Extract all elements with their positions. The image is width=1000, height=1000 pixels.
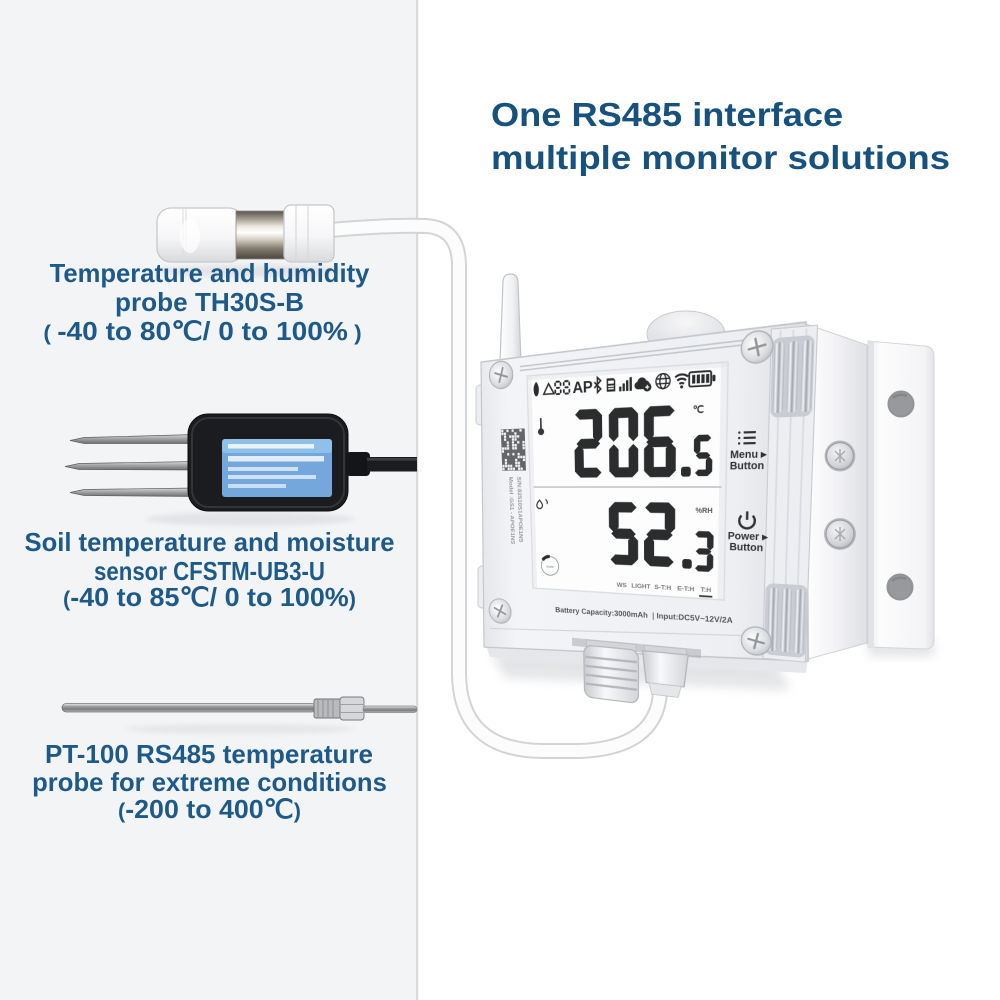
svg-text:E-T:H: E-T:H <box>677 586 694 594</box>
svg-text:Button: Button <box>729 541 763 554</box>
svg-text:T:H: T:H <box>700 587 711 595</box>
svg-text:AP: AP <box>572 377 592 397</box>
svg-text:Model :GS1 - APOE1NS: Model :GS1 - APOE1NS <box>507 477 515 545</box>
svg-text:mode: mode <box>546 564 554 569</box>
svg-text:WS: WS <box>617 582 627 589</box>
svg-text:S/N:82510S1APOE1NS: S/N:82510S1APOE1NS <box>515 477 523 543</box>
svg-text:S-T:H: S-T:H <box>654 584 671 592</box>
svg-text:Power ▸: Power ▸ <box>728 530 769 543</box>
svg-text:Menu ▸: Menu ▸ <box>730 447 768 460</box>
svg-text:℃: ℃ <box>693 404 704 416</box>
svg-text:%RH: %RH <box>695 507 713 516</box>
svg-text:Button: Button <box>730 459 765 472</box>
svg-text:LIGHT: LIGHT <box>631 583 651 591</box>
